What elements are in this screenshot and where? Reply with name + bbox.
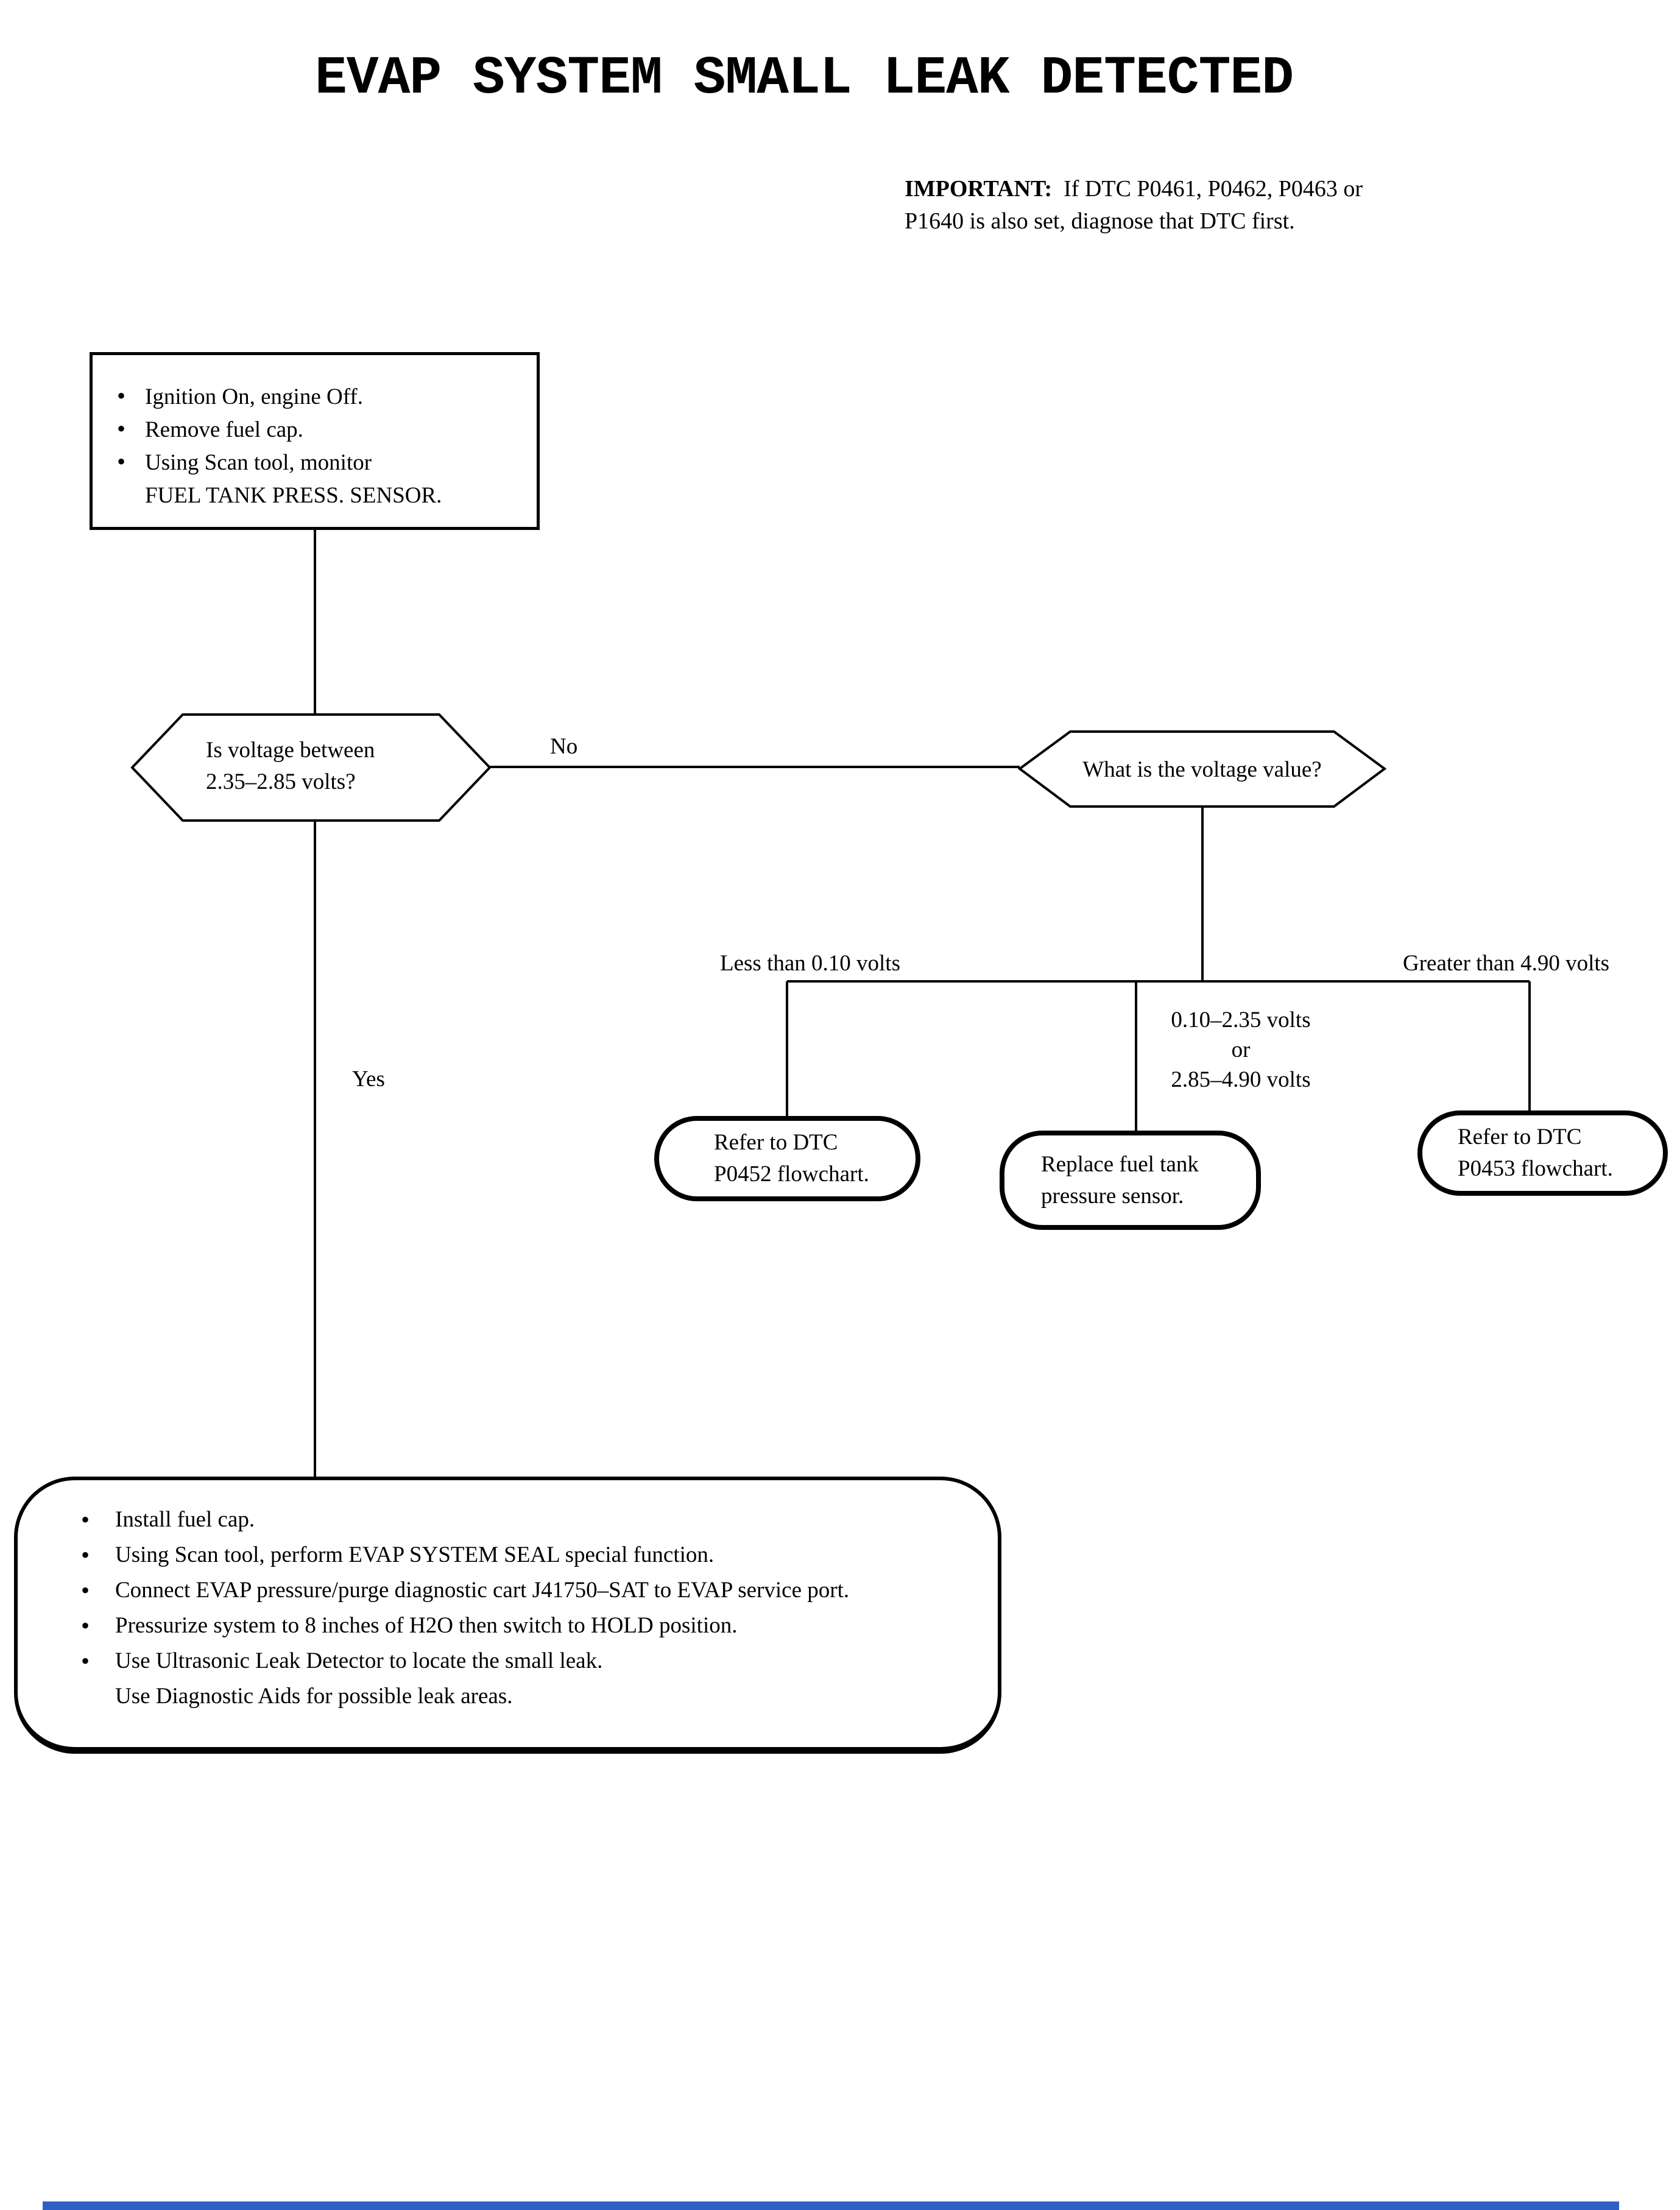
action-box-item: Use Ultrasonic Leak Detector to locate t… xyxy=(18,1643,998,1714)
important-text-2: P1640 is also set, diagnose that DTC fir… xyxy=(905,208,1295,234)
edge-label-less-than: Less than 0.10 volts xyxy=(720,951,900,976)
action-box-item: Pressurize system to 8 inches of H2O the… xyxy=(18,1608,998,1643)
footer-blue-bar xyxy=(43,2201,1619,2210)
edge-label-yes: Yes xyxy=(352,1067,385,1092)
action-box-list: Install fuel cap. Using Scan tool, perfo… xyxy=(18,1502,998,1714)
terminal-p0453: Refer to DTC P0453 flowchart. xyxy=(1417,1110,1668,1196)
terminal-p0452-text: Refer to DTC P0452 flowchart. xyxy=(714,1130,869,1187)
edge-label-mid-range: 0.10–2.35 volts or 2.85–4.90 volts xyxy=(1171,1008,1311,1092)
decision2-question: What is the voltage value? xyxy=(1082,757,1322,782)
terminal-p0453-text: Refer to DTC P0453 flowchart. xyxy=(1458,1124,1613,1181)
decision1-hexagon xyxy=(130,713,492,822)
start-box-item: Remove fuel cap. xyxy=(93,412,537,447)
start-box: Ignition On, engine Off. Remove fuel cap… xyxy=(90,352,540,530)
action-box-item: Using Scan tool, perform EVAP SYSTEM SEA… xyxy=(18,1537,998,1573)
action-box-item: Connect EVAP pressure/purge diagnostic c… xyxy=(18,1573,998,1608)
action-box: Install fuel cap. Using Scan tool, perfo… xyxy=(14,1477,1001,1754)
decision1-question: Is voltage between 2.35–2.85 volts? xyxy=(206,738,375,794)
action-box-item: Install fuel cap. xyxy=(18,1502,998,1537)
terminal-replace-sensor: Replace fuel tank pressure sensor. xyxy=(1000,1131,1261,1230)
start-box-list: Ignition On, engine Off. Remove fuel cap… xyxy=(93,380,537,512)
terminal-replace-sensor-text: Replace fuel tank pressure sensor. xyxy=(1041,1151,1199,1209)
edge-label-greater-than: Greater than 4.90 volts xyxy=(1403,951,1610,976)
important-note: IMPORTANT: If DTC P0461, P0462, P0463 or… xyxy=(905,173,1453,238)
start-box-item: Using Scan tool, monitor FUEL TANK PRESS… xyxy=(93,445,537,512)
edge-label-no: No xyxy=(550,734,578,759)
important-note-line1: IMPORTANT: If DTC P0461, P0462, P0463 or xyxy=(905,173,1453,205)
start-box-item: Ignition On, engine Off. xyxy=(93,380,537,414)
decision2-hexagon xyxy=(1017,730,1387,808)
page-title: EVAP SYSTEM SMALL LEAK DETECTED xyxy=(314,49,1294,109)
important-text-1: If DTC P0461, P0462, P0463 or xyxy=(1064,176,1363,202)
terminal-p0452: Refer to DTC P0452 flowchart. xyxy=(654,1116,920,1201)
important-label: IMPORTANT: xyxy=(905,176,1053,202)
